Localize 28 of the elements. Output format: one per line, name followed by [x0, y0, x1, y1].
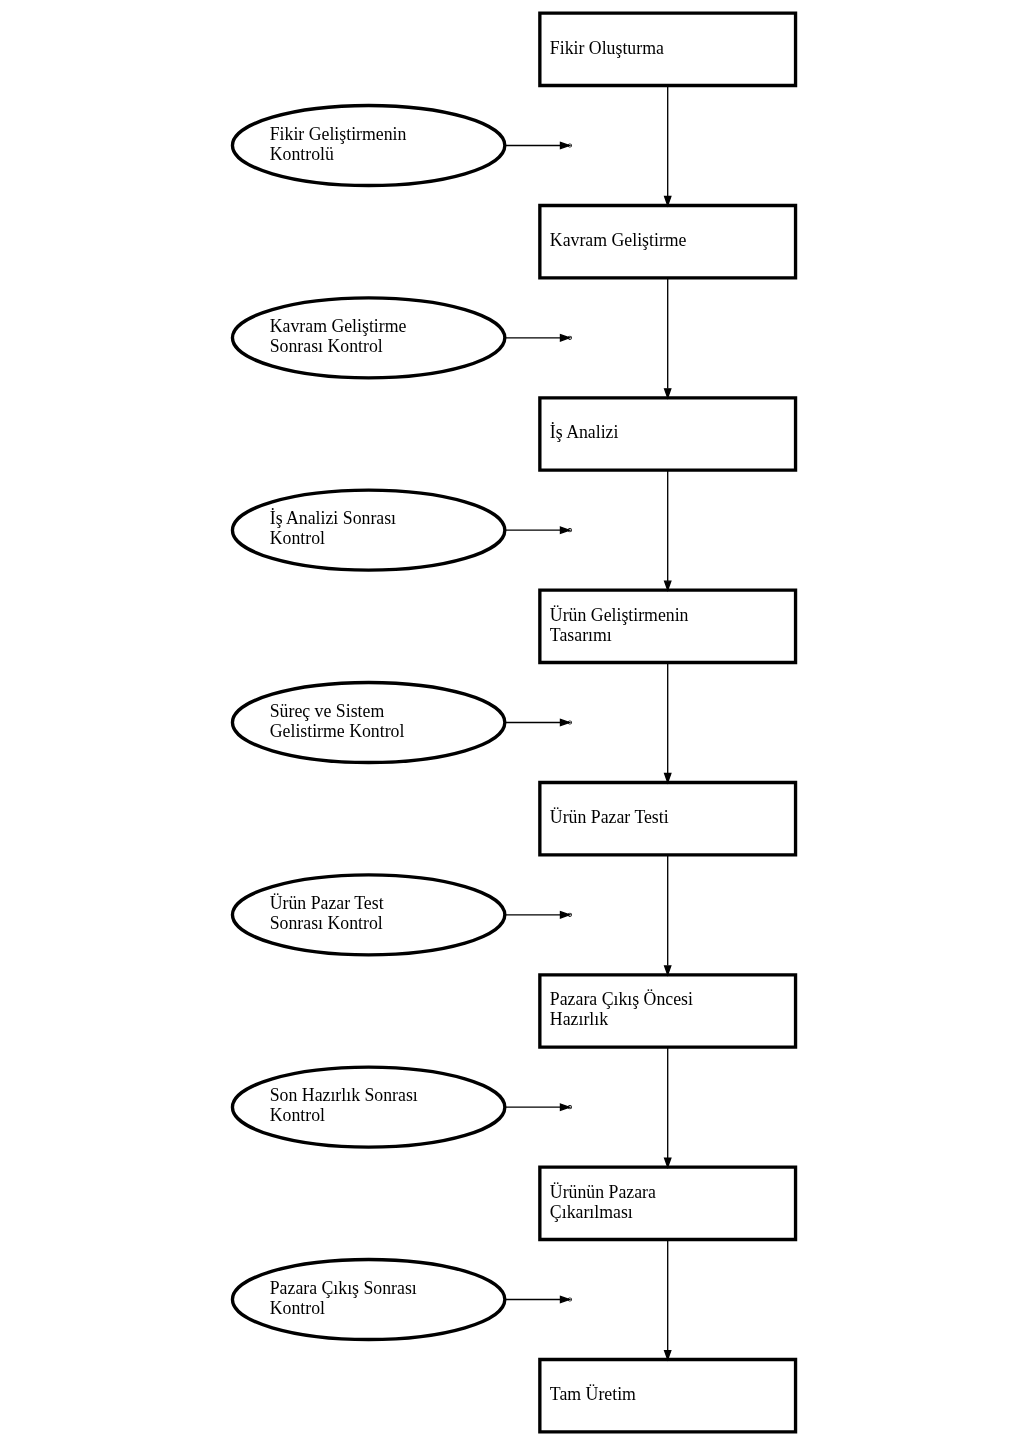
arrow — [663, 277, 672, 400]
arrow — [663, 1046, 672, 1170]
node-ellipse: Süreç ve Sistem Gelistirme Kontrol — [230, 680, 506, 765]
node-ellipse: Fikir Geliştirmenin Kontrolü — [230, 103, 506, 188]
node-ellipse: Son Hazırlık Sonrası Kontrol — [230, 1065, 506, 1149]
arrow — [663, 85, 672, 208]
node-box: Ürün Pazar Testi — [537, 780, 797, 857]
arrow — [663, 469, 672, 593]
node-box: İş Analizi — [537, 396, 797, 472]
arrow — [503, 333, 571, 342]
arrow — [503, 910, 571, 919]
node-box: Fikir Oluşturma — [537, 11, 797, 88]
node-box: Ürünün Pazara Çıkarılması — [537, 1165, 797, 1242]
arrow — [503, 1295, 571, 1304]
arrow — [503, 1103, 571, 1112]
node-ellipse: Pazara Çıkış Sonrası Kontrol — [230, 1257, 506, 1342]
arrow — [503, 718, 571, 727]
node-ellipse: Kavram Geliştirme Sonrası Kontrol — [230, 296, 506, 380]
node-box: Ürün Geliştirmenin Tasarımı — [537, 588, 797, 665]
node-box: Kavram Geliştirme — [537, 203, 797, 280]
arrow — [663, 662, 672, 785]
arrow — [503, 526, 571, 535]
arrow — [663, 854, 672, 977]
node-ellipse: Ürün Pazar Test Sonrası Kontrol — [230, 873, 506, 957]
node-ellipse: İş Analizi Sonrası Kontrol — [230, 488, 506, 572]
node-box: Pazara Çıkış Öncesi Hazırlık — [537, 973, 797, 1049]
node-box: Tam Üretim — [537, 1357, 797, 1434]
arrow — [663, 1239, 672, 1362]
